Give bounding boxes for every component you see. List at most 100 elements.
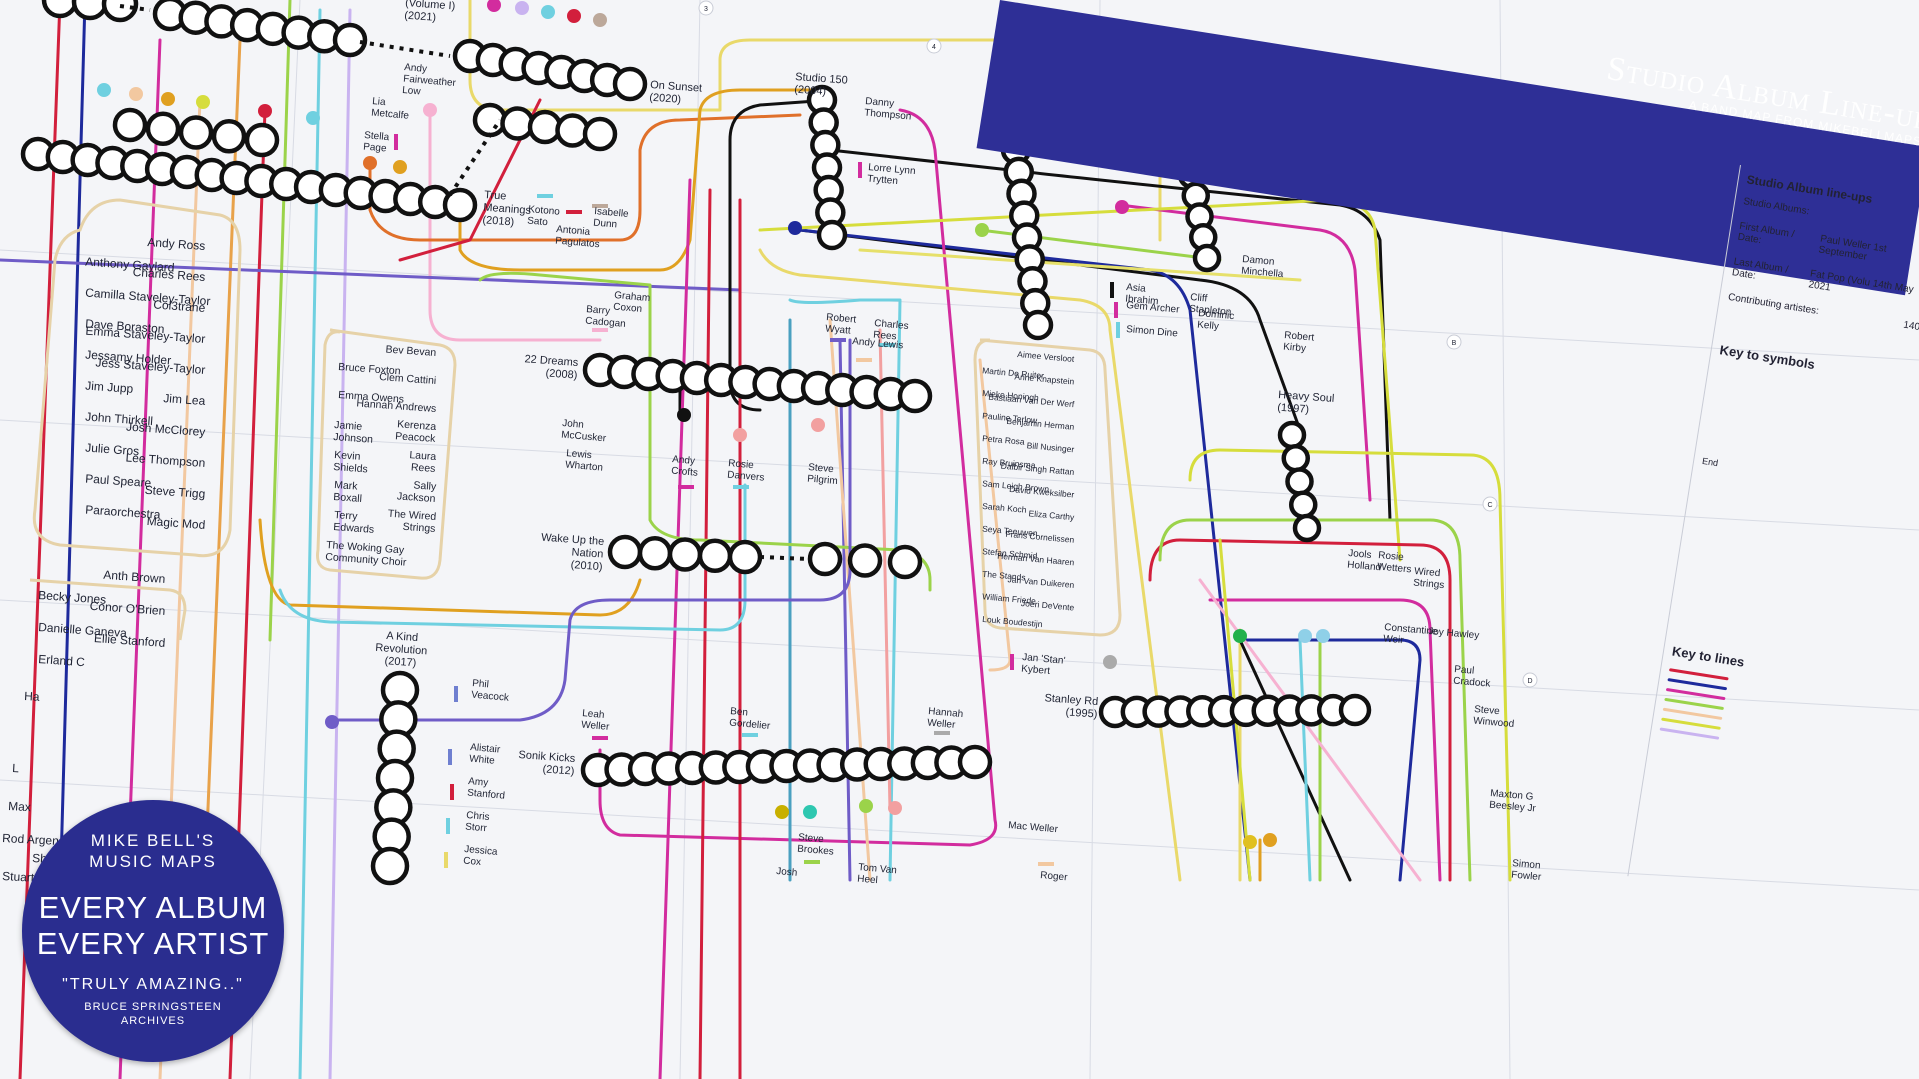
artist-label: Anth Brown: [103, 568, 166, 586]
line-end-dot: [306, 111, 320, 125]
artist-label: Gem Archer: [1126, 300, 1181, 316]
artist-label: RobertKirby: [1283, 330, 1315, 355]
artist-label: Steve Trigg: [144, 483, 206, 501]
album-station: [1022, 309, 1054, 341]
artist-label: SteveBrookes: [797, 832, 836, 858]
artist-label: L: [12, 761, 20, 775]
artist-label: Julie Gros: [85, 441, 140, 459]
album-station: [1292, 513, 1322, 543]
map-labels: (Volume I)(2021)On Sunset(2020)TrueMeani…: [2, 0, 1544, 889]
line-end-dot: [129, 87, 143, 101]
artist-label: SimonFowler: [1511, 858, 1544, 883]
member-line: [268, 0, 292, 642]
artist-label: Anne Knapstein: [1014, 371, 1075, 386]
album-station: [1338, 693, 1372, 727]
album-station: [41, 0, 79, 19]
album-label: (Volume I)(2021): [404, 0, 456, 25]
artist-label: The WiredStrings: [387, 508, 437, 535]
artist-label: Jan 'Stan'Kybert: [1021, 652, 1066, 678]
artist-label: RobertWyatt: [825, 312, 857, 337]
grid-marker: [926, 38, 942, 54]
artist-label: Hannah Andrews: [356, 397, 437, 415]
album-station: [112, 107, 148, 143]
badge-quote: "TRULY AMAZING..": [62, 976, 244, 993]
artist-label: Rod Argen: [2, 831, 59, 848]
artist-label: Bev Bevan: [385, 343, 437, 359]
artist-label: Josh McClorey: [126, 419, 206, 439]
line-end-dot: [1103, 655, 1117, 669]
artist-label: JoolsHolland: [1347, 548, 1383, 573]
artist-label: Danielle Ganeva: [38, 620, 128, 640]
member-line: [1118, 203, 1372, 502]
artist-label: Jim Lea: [163, 391, 206, 408]
member-line: [1298, 638, 1312, 882]
album-station: [472, 102, 508, 138]
artist-label: Jan Van Duikeren: [1007, 574, 1075, 590]
artist-label: Aimee Versloot: [1017, 349, 1075, 364]
artist-label: Erland C: [38, 652, 86, 669]
artist-label: Eliza Carthy: [1028, 508, 1075, 522]
album-station: [527, 109, 563, 145]
line-end-dot: [1263, 833, 1277, 847]
line-end-dot: [788, 221, 802, 235]
member-line: [728, 98, 832, 412]
album-label: Sonik Kicks(2012): [517, 749, 576, 778]
artist-label: Louk Boudestijn: [982, 614, 1043, 629]
album-station: [607, 534, 643, 570]
key-symbols-area: End: [1672, 455, 1919, 641]
artist-label: LiaMetcalfe: [371, 96, 411, 122]
line-end-dot: [1233, 629, 1247, 643]
line-end-dot: [811, 418, 825, 432]
line-end-dot: [363, 156, 377, 170]
artist-label: Charles Rees: [132, 265, 206, 284]
grid-marker: [1446, 334, 1462, 350]
album-station: [500, 106, 535, 141]
album-station: [957, 744, 993, 780]
artist-label: Becky Jones: [38, 588, 107, 607]
album-station: [697, 538, 733, 573]
line-end-dot: [1298, 629, 1312, 643]
artist-label: Conor O'Brien: [89, 599, 165, 618]
artist-label: The Woking GayCommunity Choir: [325, 539, 408, 569]
artist-label: CliffStapleton: [1189, 292, 1233, 318]
artist-label: Ray Bruinsma: [982, 456, 1036, 471]
artist-label: Joy Hawley: [1428, 626, 1480, 641]
album-label: Stanley Rd(1995): [1043, 692, 1098, 720]
artist-label: AndyFairweatherLow: [402, 62, 458, 101]
member-line: [58, 0, 87, 902]
artist-label: Lee Thompson: [125, 450, 206, 470]
artist-label: AsiaIbrahim: [1125, 282, 1160, 307]
artist-label: Roger: [1040, 870, 1069, 883]
artist-label: DominicKelly: [1197, 308, 1235, 334]
album-station: [145, 111, 181, 146]
line-end-dot: [541, 5, 555, 19]
album-station: [1289, 490, 1318, 519]
member-line: [788, 298, 902, 882]
member-line: [398, 98, 542, 262]
member-line: [878, 328, 892, 812]
artist-label: Clem Cattini: [379, 371, 437, 387]
artist-label: JohnMcCusker: [561, 418, 608, 444]
line-end-dot: [775, 805, 789, 819]
artist-label: Tom VanHeel: [857, 862, 898, 888]
member-line: [838, 338, 852, 882]
artist-label: David Kweksilber: [1009, 484, 1075, 500]
grid-letter: B: [1452, 340, 1457, 347]
artist-label: JamieJohnson: [333, 419, 374, 446]
album-station: [847, 543, 883, 578]
album-label: A KindRevolution(2017): [374, 629, 428, 670]
album-station: [887, 544, 923, 580]
album-station: [637, 536, 673, 571]
member-line: [1158, 518, 1472, 882]
artist-label: Andy Lewis: [852, 336, 904, 351]
member-lines: [0, 0, 1512, 1079]
artist-label: StellaPage: [363, 130, 390, 155]
album-station: [1277, 420, 1307, 450]
artist-label: Frans Cornelissen: [1005, 529, 1075, 545]
album-label: 22 Dreams(2008): [523, 353, 579, 381]
line-end-dot: [733, 428, 747, 442]
artist-label: RosieWetters: [1377, 550, 1413, 575]
group-box: [316, 328, 457, 580]
artist-label: HannahWeller: [927, 706, 964, 731]
